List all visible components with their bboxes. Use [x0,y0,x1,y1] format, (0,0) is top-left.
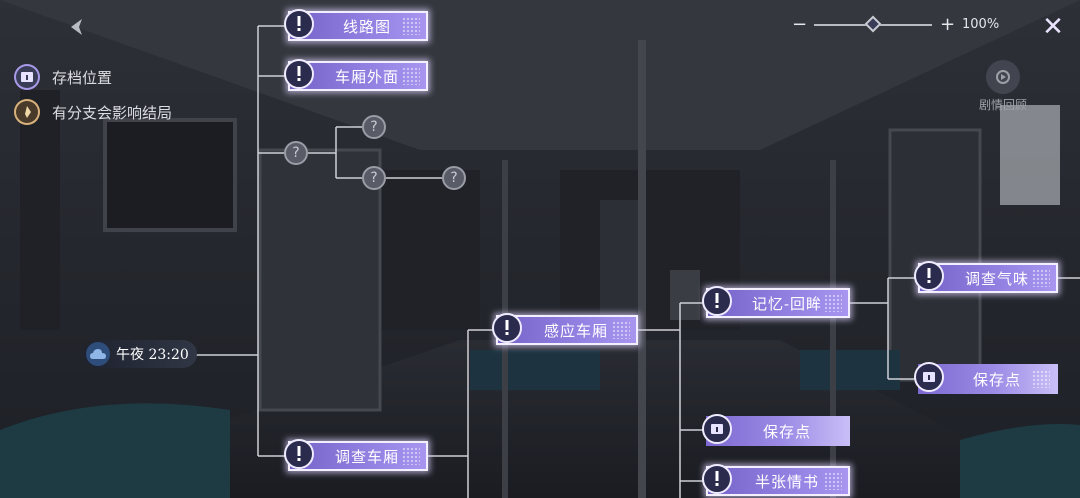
node-label: 车厢外面 [334,67,399,86]
time-label: 午夜 23:20 [116,347,189,363]
exclamation-icon [492,313,522,343]
replay-icon [986,60,1020,94]
node-label: 保存点 [762,422,811,441]
node-investigate-smell[interactable]: 调查气味 [914,261,1058,293]
story-review-label: 剧情回顾 [978,98,1027,112]
dot-pattern [402,17,420,35]
time-marker: 午夜 23:20 [84,340,197,368]
node-half-love-letter[interactable]: 半张情书 [702,464,850,496]
node-label: 保存点 [972,370,1021,389]
back-arrow-icon [71,19,82,35]
zoom-slider[interactable] [814,15,932,32]
node-save-point[interactable]: 保存点 [914,362,1058,394]
dot-pattern [1032,370,1050,388]
zoom-percent: 100% [962,17,1000,32]
exclamation-icon [702,286,732,316]
story-review-button[interactable]: 剧情回顾 [972,60,1034,113]
zoom-slider-handle[interactable] [864,15,882,32]
node-memory-glance[interactable]: 记忆-回眸 [702,286,850,318]
dot-pattern [1032,269,1050,287]
night-cloud-icon [86,342,110,366]
exclamation-icon [702,464,732,494]
zoom-control: − + 100% [792,14,999,35]
legend-save: 存档位置 [14,64,112,90]
dot-pattern [402,67,420,85]
legend-save-label: 存档位置 [52,68,113,87]
exclamation-icon [284,59,314,89]
node-route-map[interactable]: 线路图 [284,9,428,41]
dot-pattern [824,472,842,490]
dot-pattern [824,294,842,312]
locked-node[interactable]: ? [362,115,386,139]
legend-branch: 有分支会影响结局 [14,99,172,125]
node-sense-car[interactable]: 感应车厢 [492,313,638,345]
node-investigate-car[interactable]: 调查车厢 [284,439,428,471]
save-icon [914,362,944,392]
node-label: 半张情书 [754,472,819,491]
locked-node[interactable]: ? [284,141,308,165]
zoom-out-button[interactable]: − [792,14,808,35]
save-icon [14,64,40,90]
back-button[interactable] [60,12,94,42]
zoom-in-button[interactable]: + [940,14,956,35]
close-button[interactable]: ✕ [1042,12,1064,42]
exclamation-icon [284,9,314,39]
locked-node[interactable]: ? [442,166,466,190]
branch-icon [14,99,40,125]
exclamation-icon [284,439,314,469]
dot-pattern [402,447,420,465]
node-car-exterior[interactable]: 车厢外面 [284,59,428,91]
legend-branch-label: 有分支会影响结局 [52,103,173,122]
node-label: 调查车厢 [334,447,399,466]
node-label: 感应车厢 [543,321,608,340]
exclamation-icon [914,261,944,291]
node-label: 记忆-回眸 [751,294,823,313]
node-save-point[interactable]: 保存点 [702,414,850,446]
dot-pattern [612,321,630,339]
save-icon [702,414,732,444]
node-label: 线路图 [342,17,391,36]
node-label: 调查气味 [964,269,1029,288]
locked-node[interactable]: ? [362,166,386,190]
